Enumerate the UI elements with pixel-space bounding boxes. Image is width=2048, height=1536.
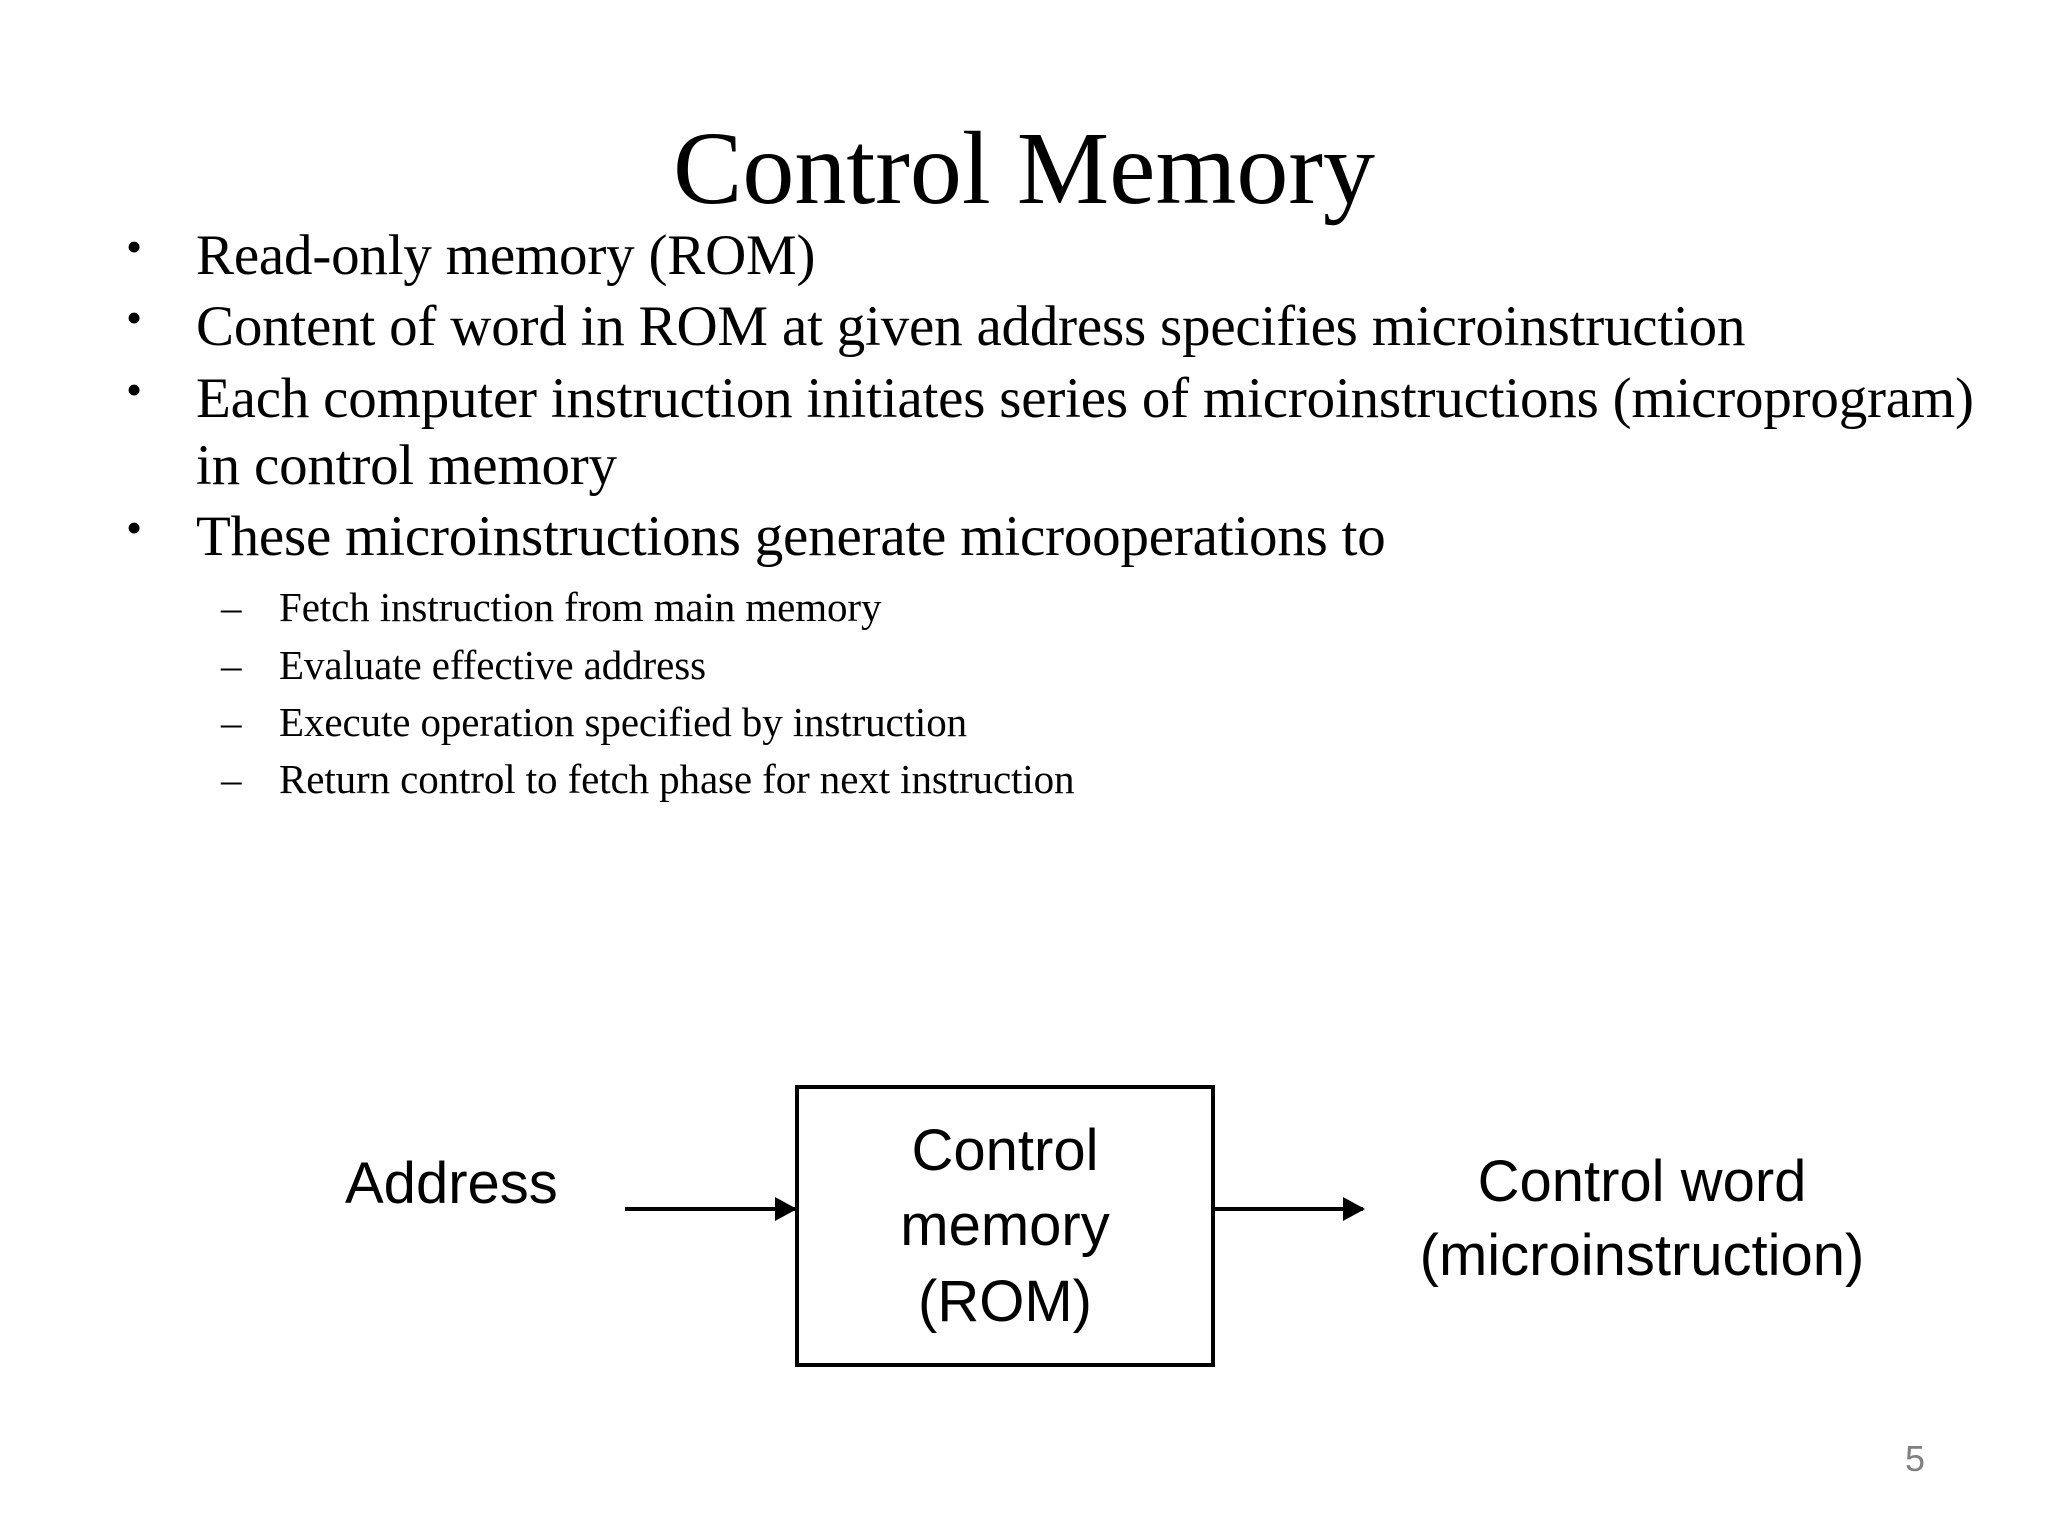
bullet-icon: • [126,502,142,553]
sub-list-item: – Return control to fetch phase for next… [104,751,1994,808]
page-title: Control Memory [673,110,1375,226]
bullet-icon: • [126,292,142,344]
diagram-output-label-line1: Control word [1477,1149,1807,1214]
dash-icon: – [221,699,242,746]
control-memory-box-line1: Control [911,1117,1099,1183]
arrow-right-icon [1215,1197,1365,1221]
list-item: • Each computer instruction initiates se… [104,363,1994,500]
list-item: • Content of word in ROM at given addres… [104,292,1994,360]
list-item: • Read-only memory (ROM) [104,221,1994,289]
bullet-icon: • [126,363,142,415]
dash-icon: – [221,584,242,631]
sub-list-item: – Execute operation specified by instruc… [104,694,1994,751]
diagram-input-label: Address [345,1151,558,1216]
control-memory-box-line3: (ROM) [918,1268,1092,1334]
diagram-output-label-line2: (microinstruction) [1419,1223,1865,1289]
sub-bullet-list: – Fetch instruction from main memory – E… [104,579,1994,809]
sub-list-item: – Fetch instruction from main memory [104,579,1994,636]
dash-icon: – [221,756,242,803]
control-memory-box-line2: memory [900,1193,1110,1259]
sub-list-item-label: Return control to fetch phase for next i… [279,756,1075,803]
list-item-label: Read-only memory (ROM) [196,224,816,287]
list-item: • These microinstructions generate micro… [104,502,1994,570]
control-memory-box: Control memory (ROM) [795,1085,1215,1367]
bullet-list: • Read-only memory (ROM) • Content of wo… [104,221,1994,809]
list-item-label: Content of word in ROM at given address … [196,295,1746,359]
sub-list-item-label: Fetch instruction from main memory [279,584,882,631]
sub-list-item: – Evaluate effective address [104,637,1994,694]
sub-list-item-label: Execute operation specified by instructi… [279,699,968,746]
bullet-icon: • [126,221,142,272]
list-item-label: Each computer instruction initiates seri… [196,366,1974,497]
arrow-right-icon [625,1197,797,1221]
page-number: 5 [1904,1438,1926,1479]
diagram-output-label: Control word (microinstruction) [1332,1145,1952,1293]
dash-icon: – [221,641,242,688]
sub-list-item-label: Evaluate effective address [279,641,706,688]
list-item-label: These microinstructions generate microop… [196,505,1386,568]
